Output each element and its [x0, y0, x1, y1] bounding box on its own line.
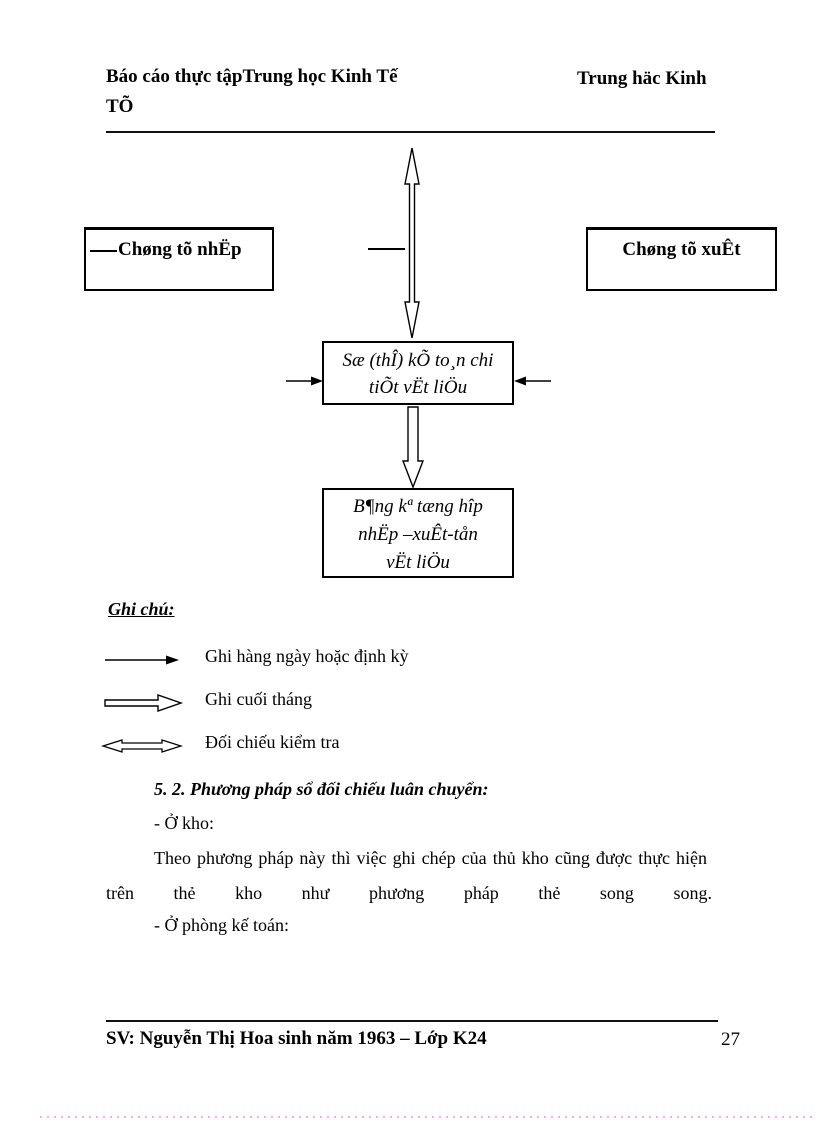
arrow-into-ledger-right-icon: [514, 376, 551, 386]
body-line-kho: - Ở kho:: [154, 813, 214, 833]
double-arrow-vertical-icon: [404, 147, 420, 339]
section-heading: 5. 2. Phương pháp sổ đối chiếu luân chuy…: [154, 779, 489, 799]
summary-table-line2: nhËp –xuÊt-tån: [358, 524, 478, 545]
legend-item-monthly-label: Ghi cuối tháng: [205, 689, 312, 709]
solid-arrow-right-icon: [105, 655, 179, 665]
footer-rule: [106, 1020, 718, 1022]
detail-ledger-box: Sæ (thÎ) kÕ to¸n chi tiÕt vËt liÖu: [322, 341, 514, 405]
leading-dash-line: [90, 247, 117, 252]
body-line-ketoan: - Ở phòng kế toán:: [154, 915, 289, 935]
legend-item-daily-label: Ghi hàng ngày hoặc định kỳ: [205, 646, 409, 666]
receipt-voucher-box: Chøng tõ nhËp: [84, 227, 274, 291]
footer-student-info: SV: Nguyễn Thị Hoa sinh năm 1963 – Lớp K…: [106, 1028, 487, 1049]
receipt-voucher-label: Chøng tõ nhËp: [118, 239, 242, 260]
hollow-arrow-down-icon: [401, 406, 425, 489]
arrow-into-ledger-left-icon: [286, 376, 323, 386]
issue-voucher-label: Chøng tõ xuÊt: [622, 239, 741, 260]
detail-ledger-line2: tiÕt vËt liÖu: [368, 377, 468, 398]
summary-table-line1: B¶ng kª tæng hîp: [353, 496, 483, 517]
legend-item-check-label: Đối chiếu kiểm tra: [205, 732, 340, 752]
hollow-arrow-right-icon: [104, 694, 184, 712]
bottom-dotted-line: [40, 1116, 812, 1118]
diagram-arrows-layer: [286, 147, 551, 489]
legend-title: Ghi chú:: [108, 599, 175, 619]
body-paragraph-line2: trên thẻ kho như phương pháp thẻ song so…: [106, 883, 712, 903]
header-rule: [106, 131, 715, 133]
hollow-double-arrow-icon: [101, 739, 183, 753]
summary-table-box: B¶ng kª tæng hîp nhËp –xuÊt-tån vËt liÖu: [322, 488, 514, 578]
body-paragraph-line1: Theo phương pháp này thì việc ghi chép c…: [154, 848, 707, 868]
detail-ledger-line1: Sæ (thÎ) kÕ to¸n chi: [342, 350, 494, 371]
header-title: Báo cáo thực tậpTrung học Kinh Tế: [106, 66, 398, 87]
header-right-text: Trung häc Kinh: [577, 68, 707, 89]
summary-table-line3: vËt liÖu: [386, 552, 450, 573]
header-right-text-wrap: TÕ: [106, 96, 134, 117]
issue-voucher-box: Chøng tõ xuÊt: [586, 227, 777, 291]
footer-page-number: 27: [721, 1029, 740, 1050]
